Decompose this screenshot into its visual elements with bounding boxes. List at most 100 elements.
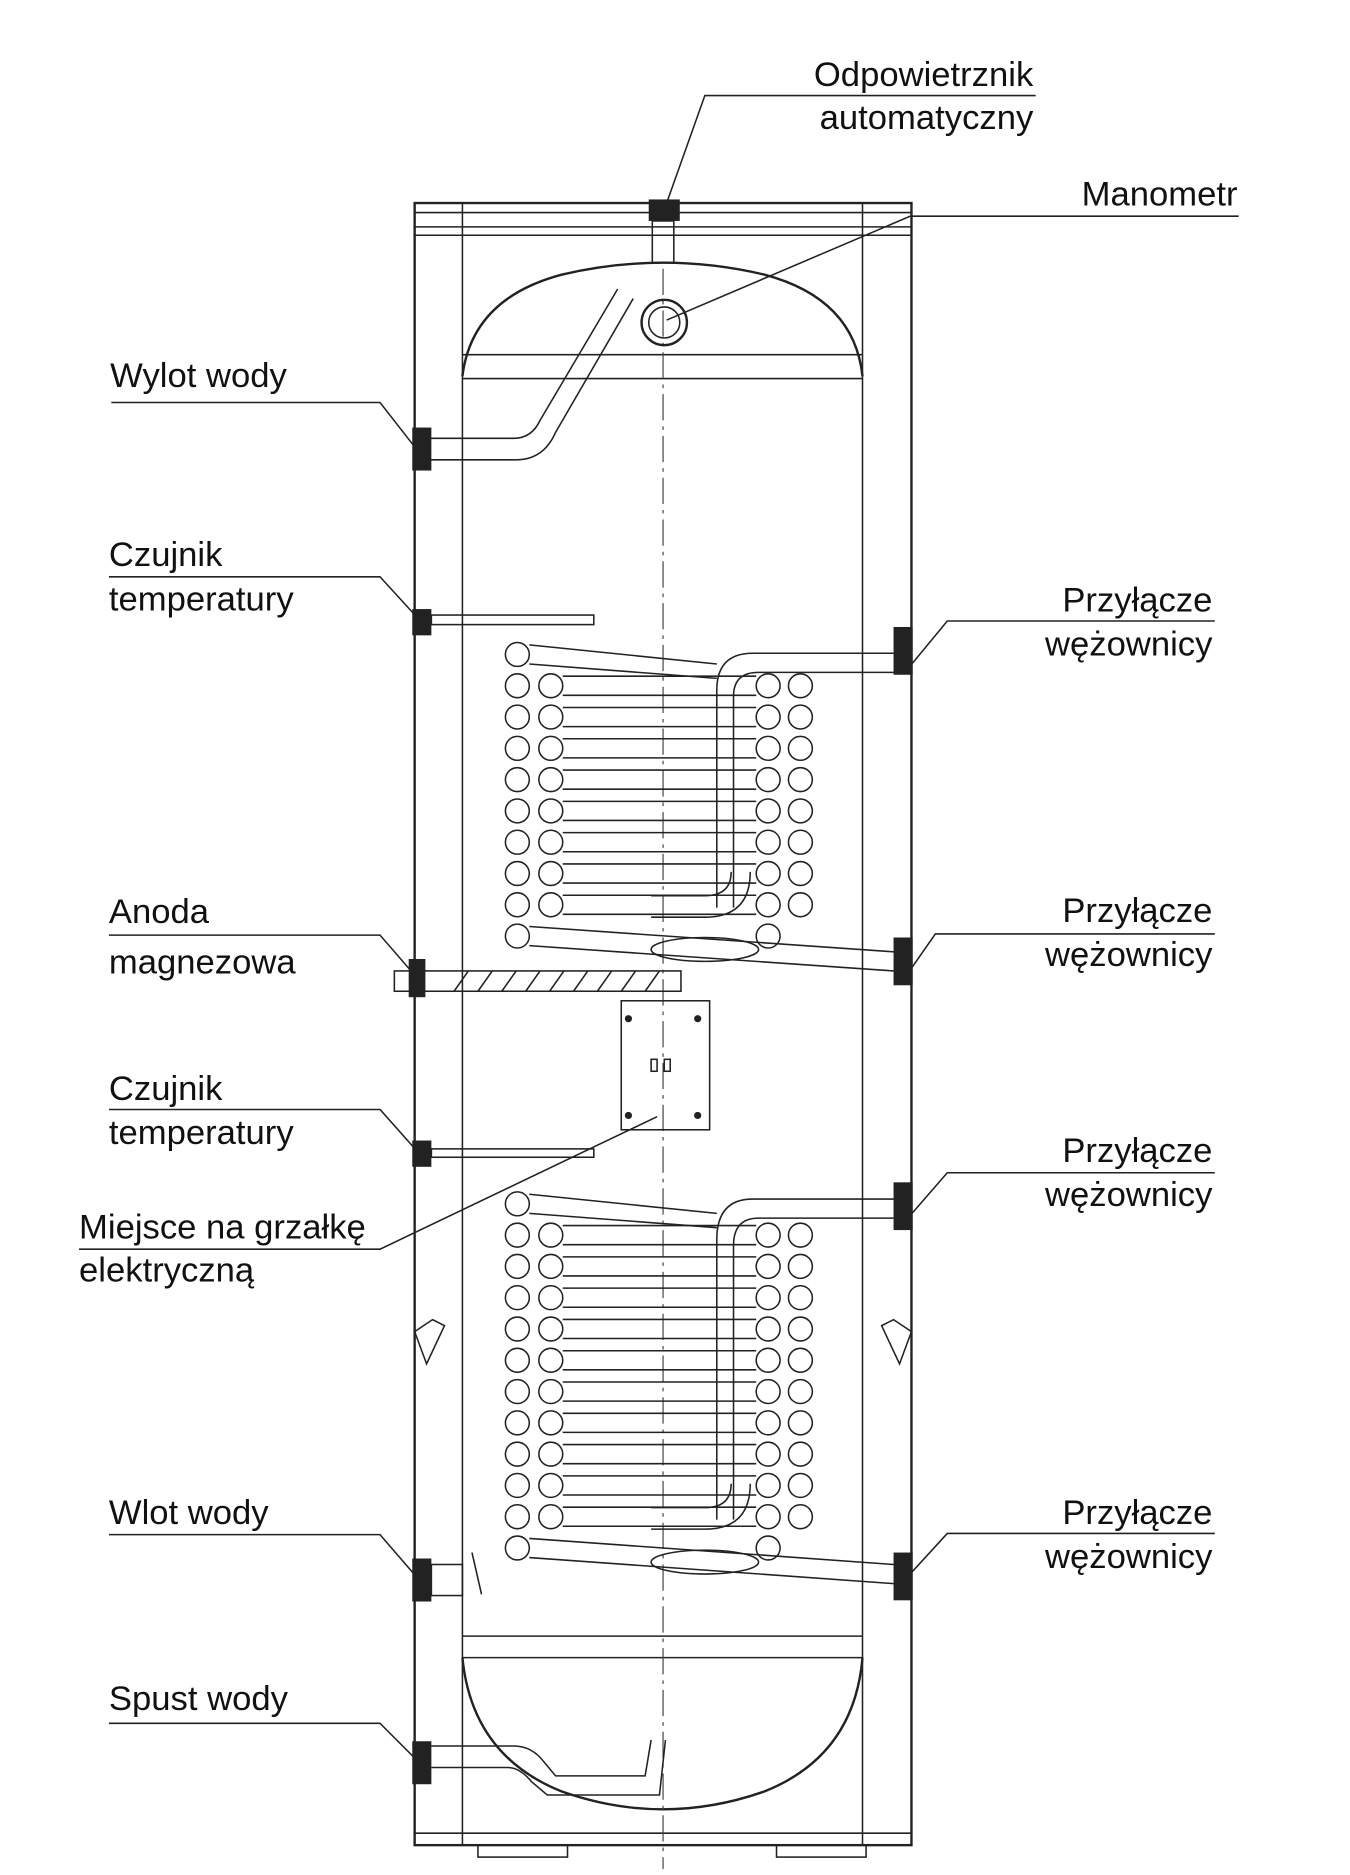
coil-turn — [504, 673, 531, 699]
label-text: wężownicy — [1044, 1176, 1213, 1214]
label-text: magnezowa — [109, 943, 296, 981]
coil-turn — [755, 1316, 781, 1342]
coil-turn — [755, 1410, 781, 1436]
coil-turn — [538, 829, 564, 855]
coil-turn — [504, 923, 531, 949]
coil-turn — [755, 1222, 781, 1248]
label-coil-conn-2: Przyłącze wężownicy — [907, 892, 1215, 974]
coil-turn — [787, 1347, 814, 1373]
coil-turn — [755, 766, 781, 793]
label-text: Przyłącze — [1062, 892, 1212, 930]
coil-turn — [755, 1472, 781, 1499]
label-text: Manometr — [1082, 175, 1238, 213]
coil-turn — [755, 1504, 781, 1530]
label-text: wężownicy — [1044, 626, 1213, 664]
label-text: Wylot wody — [110, 357, 287, 395]
label-water-outlet: Wylot wody — [110, 357, 419, 452]
coil-turn — [504, 1504, 531, 1530]
heater-flange — [620, 1000, 711, 1131]
coil-feed — [529, 644, 717, 680]
coil-turn — [538, 1347, 564, 1373]
coil-turn — [538, 892, 564, 918]
coil-connectors — [893, 626, 913, 1601]
label-text: temperatury — [109, 580, 294, 618]
coil-turn — [504, 1441, 531, 1467]
label-coil-conn-3: Przyłącze wężownicy — [907, 1132, 1215, 1219]
coil-turn — [787, 1378, 814, 1405]
coil-turn — [538, 1472, 564, 1499]
label-coil-conn-1: Przyłącze wężownicy — [907, 581, 1215, 670]
coil-turn — [504, 1222, 531, 1248]
inlet-pipe — [412, 1552, 483, 1602]
coil-turn — [538, 1316, 564, 1342]
label-air-vent: Odpowietrznik automatyczny — [665, 56, 1036, 204]
feet — [413, 1318, 913, 1858]
coil-turn — [755, 892, 781, 918]
label-text: elektryczną — [79, 1251, 255, 1289]
coil-turn — [755, 923, 781, 949]
coil-turn — [504, 1316, 531, 1342]
temperature-sensor-lower — [412, 1140, 595, 1167]
coil-turn — [504, 641, 531, 668]
coil-turn — [504, 892, 531, 918]
coil-turn — [755, 798, 781, 824]
label-text: Przyłącze — [1062, 1494, 1212, 1532]
coil-return-bend — [650, 1549, 760, 1575]
coil-turn — [504, 1410, 531, 1436]
label-text: Odpowietrznik — [814, 56, 1034, 94]
label-pressure-gauge: Manometr — [666, 175, 1239, 321]
coil-turn — [504, 1472, 531, 1499]
drain-pipe — [412, 1739, 667, 1796]
coil-turn — [755, 704, 781, 730]
pressure-gauge — [640, 298, 689, 347]
label-text: Czujnik — [109, 536, 223, 574]
coil-turn — [504, 704, 531, 730]
coil-turn — [538, 1222, 564, 1248]
coil-turn — [755, 1441, 781, 1467]
coil-turn — [504, 1535, 531, 1561]
coil-turn — [787, 829, 814, 855]
coil-turn — [504, 766, 531, 793]
coil-turn — [787, 1410, 814, 1436]
coil-turn — [755, 860, 781, 887]
label-temp-sensor-1: Czujnik temperatury — [108, 536, 419, 620]
coil-return — [529, 925, 894, 972]
label-anode: Anoda magnezowa — [108, 893, 419, 981]
coil-turn — [787, 860, 814, 887]
coil-turn — [787, 1504, 814, 1530]
label-text: Miejsce na grzałkę — [79, 1208, 366, 1246]
label-text: Przyłącze — [1062, 581, 1212, 619]
coil-turn — [538, 766, 564, 793]
outlet-pipe — [412, 288, 634, 471]
coil-turn — [755, 673, 781, 699]
coil-turn — [755, 1535, 781, 1561]
coil-turn — [504, 1284, 531, 1311]
label-heater-place: Miejsce na grzałkę elektryczną — [79, 1115, 658, 1289]
label-text: temperatury — [109, 1114, 294, 1152]
label-water-inlet: Wlot wody — [108, 1494, 419, 1580]
coil-turn — [787, 798, 814, 824]
coil-turn — [504, 1191, 531, 1217]
coil-turn — [504, 798, 531, 824]
coil-turn — [504, 735, 531, 762]
coil-turn — [787, 1441, 814, 1467]
coil-turn — [755, 1378, 781, 1405]
coil-turn — [504, 1253, 531, 1280]
coil-turn — [538, 704, 564, 730]
coil-turn — [787, 704, 814, 730]
coil-turn — [787, 1253, 814, 1280]
coil-turn — [787, 766, 814, 793]
label-text: Wlot wody — [109, 1494, 269, 1532]
coil-turn — [538, 798, 564, 824]
label-text: wężownicy — [1044, 1538, 1213, 1576]
coil-riser — [716, 652, 894, 908]
coil-turn — [787, 1472, 814, 1499]
coil-turn — [538, 673, 564, 699]
coil-turn — [755, 735, 781, 762]
coil-bend — [651, 1483, 752, 1530]
label-text: Przyłącze — [1062, 1132, 1212, 1170]
coil-riser — [716, 1198, 894, 1520]
coil-turn — [538, 1284, 564, 1311]
coil-turn — [787, 1316, 814, 1342]
